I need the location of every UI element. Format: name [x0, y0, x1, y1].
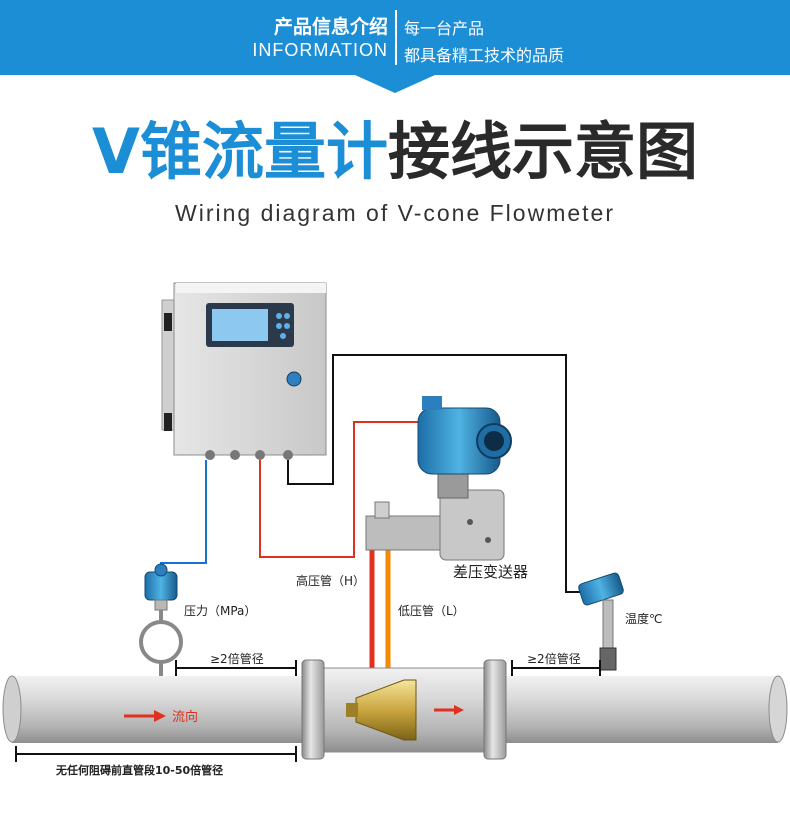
high-pressure-label: 高压管（H）	[296, 573, 365, 588]
pipeline	[2, 659, 788, 760]
upstream-dimension	[175, 660, 297, 676]
flow-arrow-icon-meter	[434, 705, 464, 715]
flow-direction-label: 流向	[172, 709, 198, 725]
straight-pipe-dimension	[15, 746, 297, 762]
upstream-dimension-label: ≥2倍管径	[210, 651, 264, 666]
dp-transmitter	[365, 396, 512, 561]
downstream-dimension	[511, 660, 601, 676]
low-pressure-label: 低压管（L）	[398, 603, 465, 618]
lock-knob	[286, 371, 302, 387]
banner-pointer	[355, 75, 435, 93]
banner-title: 产品信息介绍	[273, 16, 388, 38]
page-subtitle: Wiring diagram of V-cone Flowmeter	[175, 200, 615, 226]
signal-wire	[287, 354, 592, 593]
banner-slogan-line1: 每一台产品	[404, 19, 485, 38]
temperature-label: 温度℃	[625, 611, 662, 626]
pressure-transmitter	[139, 563, 183, 678]
banner-divider	[395, 10, 397, 65]
inlet-flange	[301, 659, 325, 760]
page-title: V锥流量计接线示意图	[0, 112, 790, 192]
outlet-flange	[483, 659, 507, 760]
lcd-screen	[212, 309, 268, 341]
banner-subtitle: INFORMATION	[252, 40, 388, 60]
downstream-dimension-label: ≥2倍管径	[527, 651, 581, 666]
straight-pipe-label: 无任何阻碍前直管段10-50倍管径	[55, 763, 223, 777]
title-part-blue: V锥流量计	[92, 115, 388, 188]
title-part-dark: 接线示意图	[387, 115, 698, 188]
pressure-label: 压力（MPa）	[184, 604, 256, 618]
banner-slogan-line2: 都具备精工技术的品质	[404, 46, 565, 65]
flow-arrow-icon	[124, 710, 166, 722]
transmitter-label: 差压变送器	[453, 563, 528, 581]
temperature-sensor	[578, 572, 624, 671]
control-cabinet	[161, 282, 327, 460]
pressure-wire	[160, 460, 207, 572]
v-cone	[355, 679, 417, 741]
high-pressure-wire	[259, 421, 420, 558]
